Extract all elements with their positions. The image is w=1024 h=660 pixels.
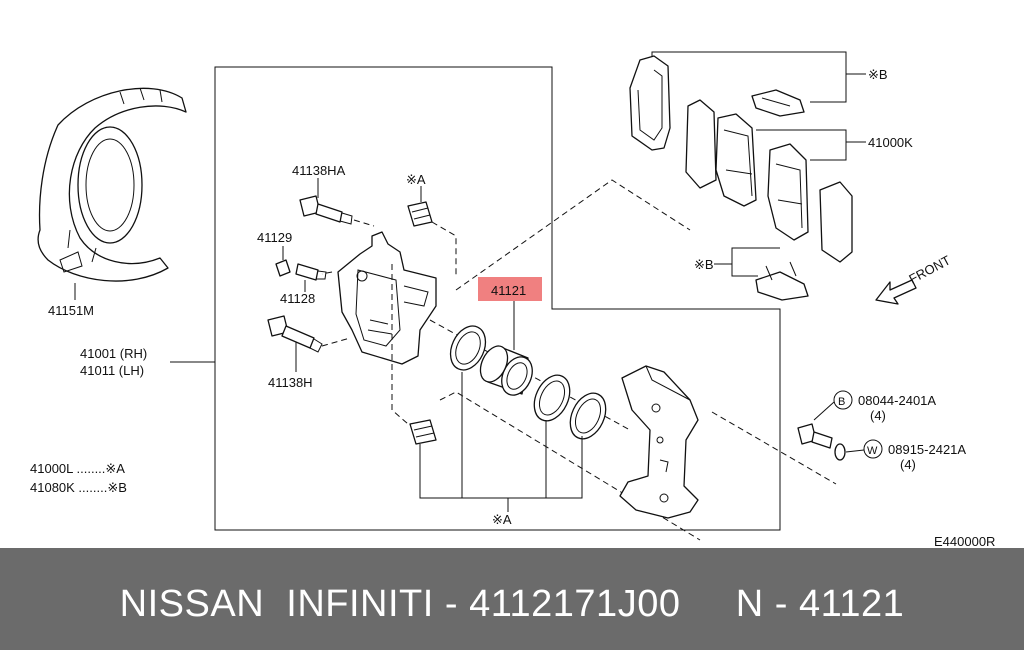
callout-b-circle	[833, 390, 853, 410]
part-number-text: NISSAN INFINITI - 4112171J00 N - 41121	[119, 583, 905, 625]
boot-dash-lower	[391, 264, 409, 425]
bracket-bolt-washer	[834, 443, 846, 461]
legend-line-1: 41000L ........※A	[30, 461, 125, 476]
brake-pad-outer-backing	[685, 99, 717, 189]
bleeder-screw-label: 41128	[280, 291, 315, 306]
piston-seal	[449, 325, 487, 371]
parts-diagram: 41151M 41138HA 41129 41128 41138H ※A	[30, 51, 995, 549]
caliper-assembly-frame	[214, 66, 781, 531]
upper-bolt-dash	[353, 219, 375, 227]
front-label: FRONT	[906, 252, 953, 286]
piston-highlight	[478, 277, 542, 301]
dust-shield	[37, 87, 187, 282]
lower-bolt-dash	[321, 337, 351, 347]
kit-a-bottom-label: ※A	[492, 512, 512, 527]
kit-a-top-label: ※A	[406, 172, 426, 187]
pad-dash-upper	[455, 179, 691, 291]
slide-pin-boot-lower	[409, 419, 437, 445]
bolt-b-qty: (4)	[870, 408, 886, 423]
bleeder-cap	[275, 259, 291, 277]
kit-a-bracket	[419, 372, 583, 499]
bolt-upper-label: 41138HA	[292, 163, 346, 178]
kit-b-bottom-label: ※B	[694, 257, 714, 272]
brake-pad-inner	[767, 143, 809, 241]
callout-w-circle	[863, 439, 883, 459]
bracket-dash	[439, 391, 701, 541]
bracket-mounting-bolt	[797, 423, 833, 449]
lower-slide-bolt	[267, 315, 323, 353]
pad-kit-label: 41000K	[868, 135, 913, 150]
washer-w-qty: (4)	[900, 457, 916, 472]
pad-shim-outer	[629, 55, 671, 151]
callout-b-letter: B	[838, 396, 845, 408]
washer-w-leader	[845, 449, 865, 453]
part-number-banner: NISSAN INFINITI - 4112171J00 N - 41121	[0, 548, 1024, 650]
bolt-b-code: 08044-2401A	[858, 393, 936, 408]
piston	[479, 345, 533, 396]
legend-line-2: 41080K ........※B	[30, 480, 127, 495]
bleeder-screw	[295, 263, 327, 281]
kit-b-top-bracket	[651, 51, 847, 103]
washer-w-code: 08915-2421A	[888, 442, 966, 457]
kit-b-bottom-bracket	[731, 247, 780, 277]
diagram-ref-code: E440000R	[934, 534, 995, 548]
slide-pin-boot-upper	[407, 201, 433, 227]
caliper-rh-label: 41001 (RH)	[80, 346, 147, 361]
diagram-canvas: 41151M 41138HA 41129 41128 41138H ※A	[30, 51, 995, 549]
pad-shim-inner	[819, 181, 853, 263]
caliper-body	[337, 231, 437, 365]
piston-boot	[533, 374, 571, 422]
callout-w-letter: W	[867, 445, 878, 457]
caliper-support-bracket	[619, 365, 699, 519]
caliper-lh-label: 41011 (LH)	[80, 363, 144, 378]
dust-boot-ring	[569, 392, 607, 440]
pad-kit-bracket	[756, 129, 847, 161]
upper-slide-bolt	[299, 195, 353, 225]
piston-label: 41121	[491, 283, 526, 298]
bolt-lower-label: 41138H	[268, 375, 313, 390]
bolt-b-leader	[813, 401, 835, 421]
brake-pad-outer	[715, 113, 757, 207]
bleeder-cap-label: 41129	[257, 230, 292, 245]
kit-b-top-label: ※B	[868, 67, 888, 82]
bleeder-dash	[321, 271, 333, 275]
shield-label: 41151M	[48, 303, 94, 318]
front-arrow-icon	[875, 279, 917, 305]
boot-dash-upper	[431, 221, 457, 278]
pad-retainer-clip-top	[751, 89, 805, 117]
pad-retainer-clip-bottom	[755, 261, 809, 301]
bracket-bolt-dash	[711, 411, 837, 485]
